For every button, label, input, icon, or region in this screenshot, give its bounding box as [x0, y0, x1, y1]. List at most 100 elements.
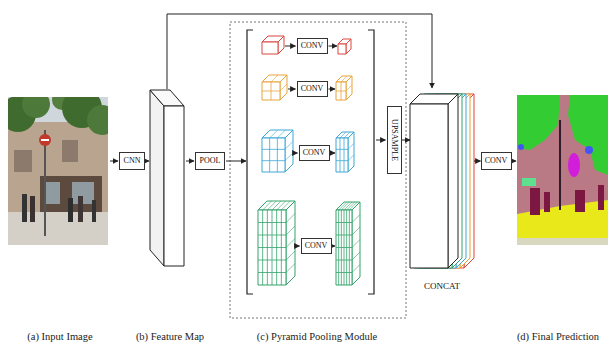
grid-line: [352, 215, 360, 223]
cube-front: [336, 210, 352, 285]
grid-line: [285, 153, 293, 161]
module-frame: [230, 22, 406, 318]
seg-sign: [518, 144, 524, 150]
grid-line: [352, 240, 360, 248]
box-label: CONV: [305, 242, 328, 251]
grid-line: [267, 201, 276, 210]
pooled-bins: [258, 36, 360, 285]
window: [14, 150, 32, 172]
cube-side: [286, 201, 295, 285]
grid-line: [281, 201, 290, 210]
flow-arrow: [329, 89, 336, 90]
bracket: [368, 30, 374, 294]
seg-building: [517, 95, 608, 245]
grid-line: [258, 272, 286, 273]
tree: [87, 105, 108, 135]
grid-line: [262, 160, 285, 161]
bracket: [247, 30, 253, 294]
grid-line: [271, 75, 278, 82]
seg-sign: [585, 146, 593, 154]
slab-front: [164, 106, 184, 266]
grid-line: [346, 85, 352, 91]
slab-top: [150, 90, 184, 106]
cube-front: [258, 210, 286, 285]
caption: (a) Input Image: [27, 331, 92, 344]
seg-pole: [559, 120, 561, 210]
box-label: CNN: [124, 157, 141, 166]
flow-arrow: [285, 46, 296, 47]
grid-line: [348, 155, 354, 161]
connector: [402, 140, 411, 141]
flow-arrow: [333, 246, 336, 247]
grid-line: [286, 251, 295, 260]
cube-side: [346, 76, 352, 100]
grid-line: [262, 91, 280, 92]
caption: (b) Feature Map: [136, 331, 204, 344]
grid-line: [262, 149, 285, 150]
grid-line: [258, 247, 286, 248]
shop-window: [46, 182, 60, 204]
feature-map: [150, 90, 184, 266]
person: [30, 196, 35, 222]
grid-line: [280, 84, 287, 91]
grid-line: [336, 160, 348, 161]
cube-front: [336, 82, 346, 100]
box-label: CONV: [301, 85, 324, 94]
grid-line: [349, 210, 350, 285]
cube-front: [338, 44, 346, 54]
concat-block: CONCAT: [410, 86, 474, 292]
seg-tree: [517, 95, 560, 150]
grid-line: [344, 132, 350, 138]
grid-line: [352, 265, 360, 273]
flow-arrow: [331, 153, 336, 154]
cube-side: [280, 75, 287, 100]
sign-bar: [41, 139, 49, 141]
box-label: CONV: [301, 42, 324, 51]
flow-arrow: [296, 246, 300, 247]
grid-line: [286, 264, 295, 273]
process-box: CNN: [119, 152, 145, 170]
grid-line: [263, 201, 272, 210]
cube-side: [285, 130, 293, 172]
process-box: CONV: [481, 152, 512, 170]
caption: (d) Final Prediction: [517, 331, 599, 344]
input-photo: [8, 97, 108, 245]
flow-arrow: [146, 161, 149, 162]
box-label: CONCAT: [424, 282, 460, 292]
grid-line: [346, 210, 347, 285]
cube-front: [336, 138, 348, 172]
grid-line: [286, 214, 295, 223]
flow-arrow: [226, 161, 246, 162]
seg-person: [544, 192, 550, 212]
flow-arrows: [110, 14, 516, 246]
flow-arrow: [513, 161, 517, 162]
caption: (c) Pyramid Pooling Module: [257, 331, 377, 344]
grid-line: [336, 272, 352, 273]
process-box: POOL: [195, 152, 225, 170]
process-box: CONV: [299, 145, 330, 161]
cube-front: [262, 42, 278, 54]
flow-arrow: [288, 89, 296, 90]
box-label: CONV: [485, 157, 508, 166]
grid-line: [348, 143, 354, 149]
seg-sidewalk: [517, 238, 608, 245]
grid-line: [277, 138, 278, 172]
grid-line: [276, 210, 277, 285]
process-box: UPSAMPLE: [387, 106, 402, 174]
cube-front: [262, 82, 280, 100]
cube-side: [346, 39, 351, 54]
flow-arrow: [329, 46, 338, 47]
flow-arrow: [186, 161, 194, 162]
grid-line: [285, 141, 293, 149]
box-label: UPSAMPLE: [390, 119, 399, 161]
process-box: CONV: [297, 38, 328, 54]
cube-front: [262, 138, 285, 172]
grid-line: [269, 138, 270, 172]
grid-line: [352, 252, 360, 260]
sign: [39, 134, 51, 146]
cube-side: [352, 202, 360, 285]
person: [78, 196, 83, 222]
cube-side: [448, 94, 458, 268]
grid-line: [270, 130, 278, 138]
grid-line: [277, 201, 286, 210]
